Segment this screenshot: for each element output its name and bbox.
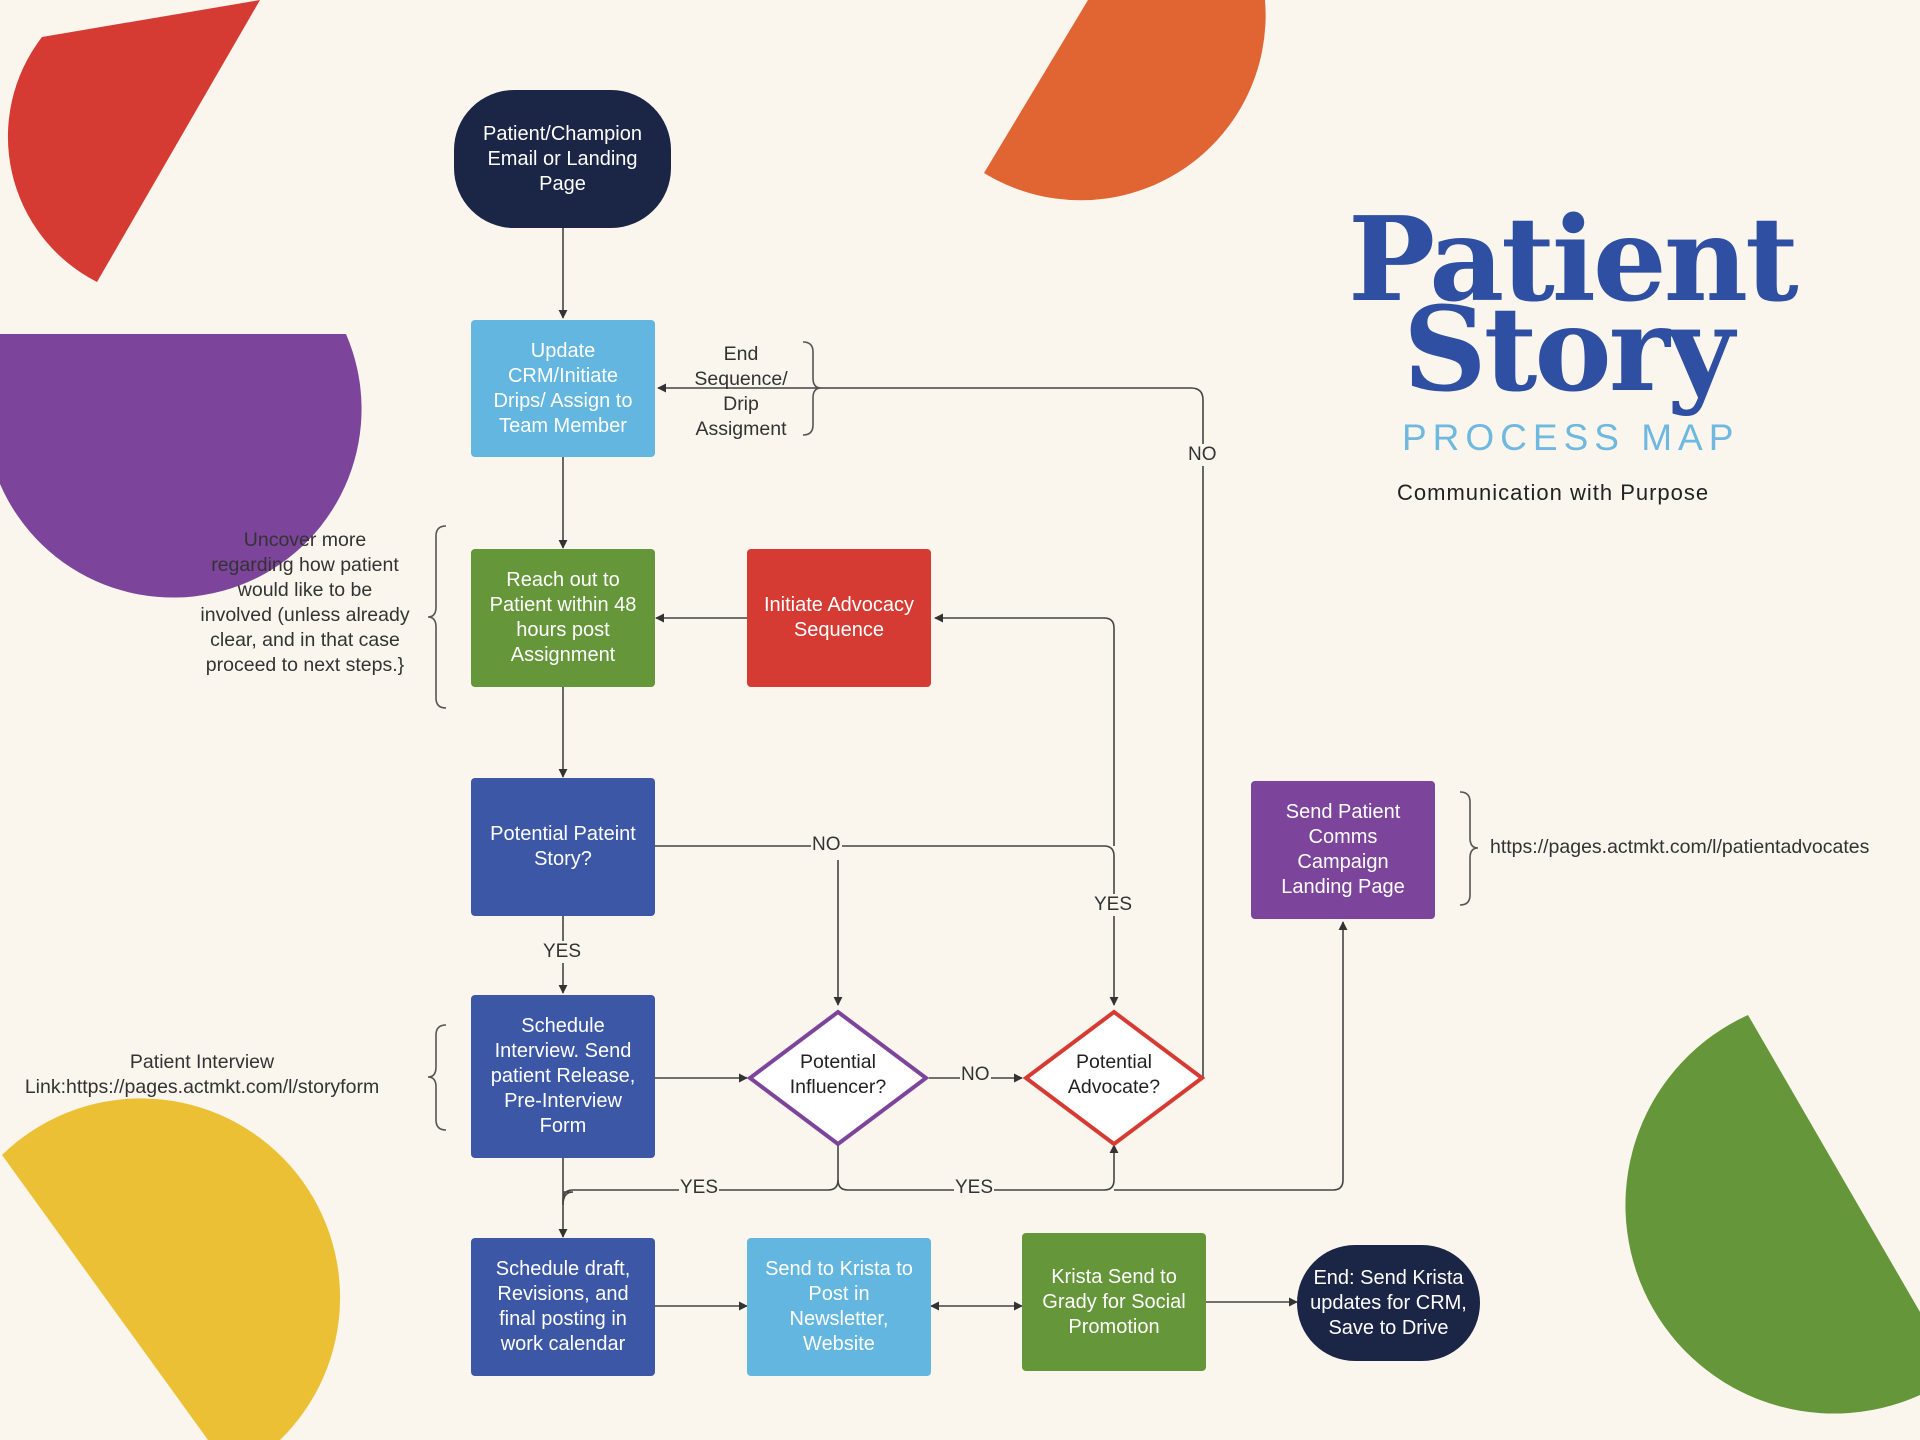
- yes-influencer-label: YES: [679, 1177, 720, 1199]
- title-process-map: PROCESS MAP: [1402, 417, 1740, 458]
- update-crm-node: Update CRM/Initiate Drips/ Assign to Tea…: [471, 320, 655, 457]
- potential-advocate-label: Potential Advocate?: [1067, 1051, 1161, 1098]
- influencer-diamond-shape: [746, 1009, 930, 1147]
- yes-advocacy-label: YES: [1093, 894, 1134, 916]
- schedule-interview-node: Schedule Interview. Send patient Release…: [471, 995, 655, 1158]
- interview-link-note: Patient Interview Link:https://pages.act…: [24, 1051, 380, 1098]
- purple-half-circle-shape: [0, 334, 362, 598]
- edge-story-no: [655, 845, 1119, 1006]
- send-comms-node: Send Patient Comms Campaign Landing Page: [1251, 781, 1435, 919]
- tagline: Communication with Purpose: [1397, 480, 1710, 505]
- orange-half-circle-shape: [984, 0, 1266, 201]
- red-half-circle-shape: [7, 0, 260, 282]
- schedule-draft-node: Schedule draft, Revisions, and final pos…: [471, 1238, 655, 1376]
- potential-influencer-label: Potential Influencer?: [789, 1051, 887, 1098]
- brace-interview: [427, 1024, 447, 1131]
- green-half-circle-shape: [1625, 1015, 1920, 1414]
- krista-grady-node: Krista Send to Grady for Social Promotio…: [1022, 1233, 1206, 1371]
- start-node: Patient/Champion Email or Landing Page: [454, 90, 671, 228]
- no-influencer-label: NO: [960, 1064, 991, 1086]
- yes-advocate-label: YES: [954, 1177, 995, 1199]
- brace-uncover: [427, 525, 447, 709]
- yellow-half-circle-shape: [2, 1098, 341, 1440]
- edge-influencer-yes-to-advocate: [837, 1144, 1119, 1191]
- brace-end-sequence: [802, 341, 822, 436]
- initiate-advocacy-node: Initiate Advocacy Sequence: [747, 549, 931, 687]
- edge-advocate-yes-to-advocacy: [934, 613, 1115, 846]
- advocates-link-note: https://pages.actmkt.com/l/patientadvoca…: [1490, 836, 1870, 858]
- no-crm-label: NO: [1187, 444, 1218, 466]
- send-krista-node: Send to Krista to Post in Newsletter, We…: [747, 1238, 931, 1376]
- end-sequence-note: End Sequence/ Drip Assigment: [694, 343, 788, 440]
- no-story-label: NO: [811, 834, 842, 856]
- end-node: End: Send Krista updates for CRM, Save t…: [1297, 1245, 1480, 1361]
- brace-advocates: [1459, 791, 1479, 906]
- advocate-diamond-shape: [1022, 1009, 1206, 1147]
- yes-story-label: YES: [542, 941, 583, 963]
- edge-interview-to-draft: [562, 1158, 574, 1206]
- title-story: Story: [1403, 282, 1734, 418]
- uncover-note: Uncover more regarding how patient would…: [200, 529, 410, 676]
- edge-advocate-no-to-crm: [657, 383, 1204, 1078]
- edge-yes-to-comms: [1114, 921, 1348, 1191]
- title-patient: Patient: [1348, 192, 1799, 328]
- potential-story-node: Potential Pateint Story?: [471, 778, 655, 916]
- reach-out-node: Reach out to Patient within 48 hours pos…: [471, 549, 655, 687]
